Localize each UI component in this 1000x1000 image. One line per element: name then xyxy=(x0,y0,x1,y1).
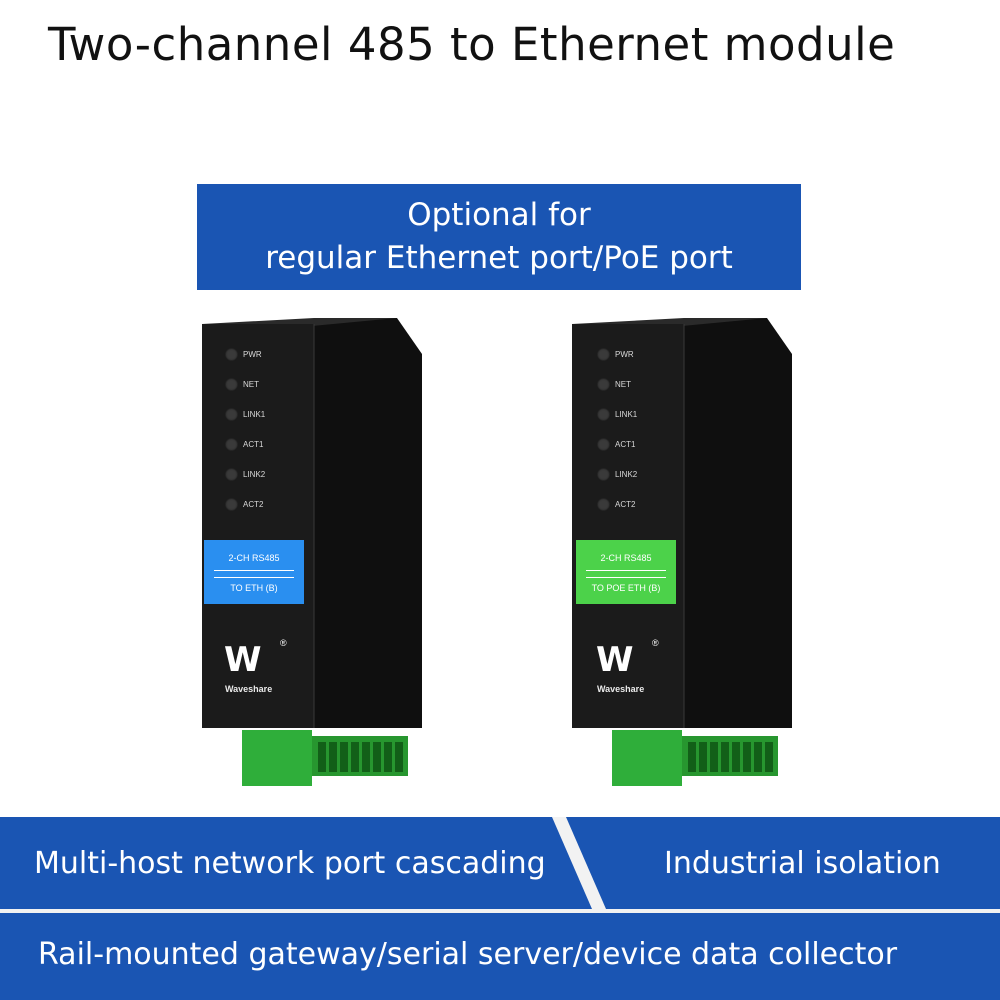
feature-rail-mounted: Rail-mounted gateway/serial server/devic… xyxy=(38,937,898,972)
feature-divider xyxy=(0,909,1000,913)
led-act2-icon xyxy=(597,498,610,511)
led-label: ACT2 xyxy=(615,500,636,509)
feature-cascading: Multi-host network port cascading xyxy=(34,846,546,881)
banner-line-1: Optional for xyxy=(407,197,591,233)
led-label: ACT1 xyxy=(615,440,636,449)
product-label-line-1: 2-CH RS485 xyxy=(228,553,280,563)
registered-icon: ® xyxy=(280,638,287,648)
led-net-icon xyxy=(225,378,238,391)
waveshare-logo-icon: W xyxy=(224,640,261,680)
led-act1-icon xyxy=(597,438,610,451)
device-poe: PWR NET LINK1 ACT1 LINK2 ACT2 2-CH RS485… xyxy=(562,318,802,798)
device-body-graphic xyxy=(572,318,792,786)
led-label: LINK1 xyxy=(615,410,638,419)
option-banner: Optional for regular Ethernet port/PoE p… xyxy=(197,184,801,290)
led-link2-icon xyxy=(597,468,610,481)
waveshare-logo-icon: W xyxy=(596,640,633,680)
led-act2-icon xyxy=(225,498,238,511)
feature-panel: Multi-host network port cascading Indust… xyxy=(0,817,1000,1000)
led-act1-icon xyxy=(225,438,238,451)
arrows-icon xyxy=(586,570,666,578)
led-label: LINK2 xyxy=(243,470,266,479)
registered-icon: ® xyxy=(652,638,659,648)
led-label: NET xyxy=(243,380,259,389)
device-body-graphic xyxy=(202,318,422,786)
product-label-line-2: TO POE ETH (B) xyxy=(591,583,661,593)
brand-name: Waveshare xyxy=(225,684,273,694)
feature-divider-graphic xyxy=(552,817,606,909)
arrows-icon xyxy=(214,570,294,578)
led-label: PWR xyxy=(615,350,634,359)
led-link1-icon xyxy=(225,408,238,421)
product-label: 2-CH RS485 TO POE ETH (B) xyxy=(576,540,676,604)
led-label: PWR xyxy=(243,350,262,359)
led-label: LINK1 xyxy=(243,410,266,419)
led-link1-icon xyxy=(597,408,610,421)
led-label: LINK2 xyxy=(615,470,638,479)
led-label: NET xyxy=(615,380,631,389)
led-label: ACT2 xyxy=(243,500,264,509)
led-label: ACT1 xyxy=(243,440,264,449)
device-eth: PWR NET LINK1 ACT1 LINK2 ACT2 2-CH RS485… xyxy=(192,318,432,798)
led-link2-icon xyxy=(225,468,238,481)
feature-isolation: Industrial isolation xyxy=(664,846,941,881)
banner-line-2: regular Ethernet port/PoE port xyxy=(265,240,733,276)
led-pwr-icon xyxy=(597,348,610,361)
product-label-line-2: TO ETH (B) xyxy=(230,583,278,593)
led-pwr-icon xyxy=(225,348,238,361)
page-title: Two-channel 485 to Ethernet module xyxy=(48,18,896,71)
product-label-line-1: 2-CH RS485 xyxy=(600,553,652,563)
brand-name: Waveshare xyxy=(597,684,645,694)
led-net-icon xyxy=(597,378,610,391)
product-label: 2-CH RS485 TO ETH (B) xyxy=(204,540,304,604)
